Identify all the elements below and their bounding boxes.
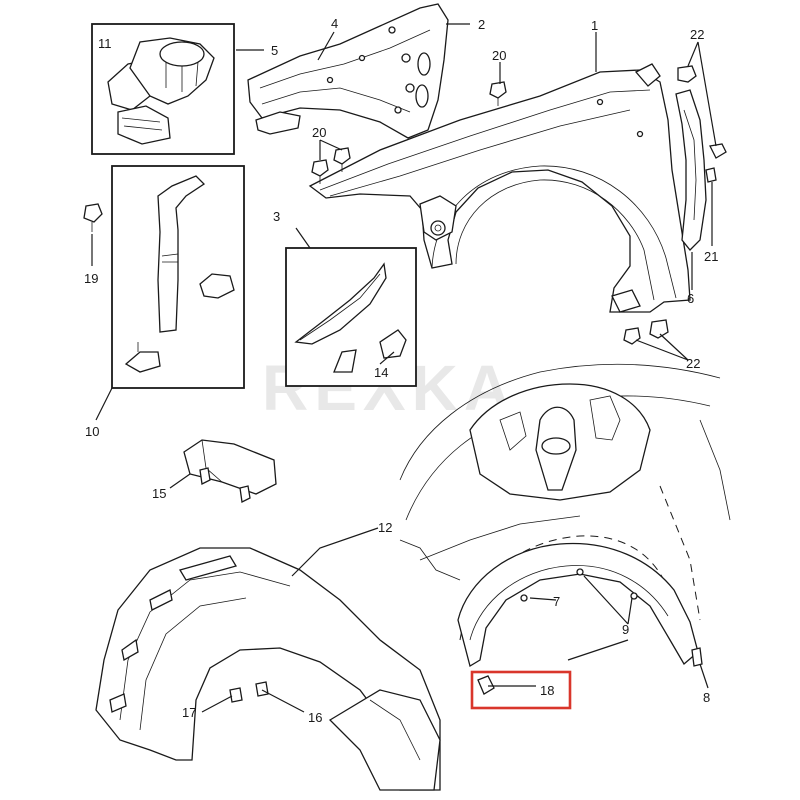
inset-box-air-duct-10 <box>111 165 245 389</box>
part-fender-seal-6 <box>675 89 707 251</box>
callout-17: 17 <box>182 705 196 720</box>
callout-7: 7 <box>553 594 560 609</box>
callout-12: 12 <box>378 520 392 535</box>
callout-14: 14 <box>374 365 388 380</box>
part-bracket-15 <box>183 439 277 503</box>
callout-21: 21 <box>704 249 718 264</box>
part-front-fender-1 <box>308 63 691 313</box>
callout-1: 1 <box>591 18 598 33</box>
callout-labels: 1 2 3 4 5 6 7 8 9 10 11 12 14 15 16 17 1… <box>84 16 718 725</box>
callout-15: 15 <box>152 486 166 501</box>
leader-lines <box>91 23 717 713</box>
callout-10: 10 <box>85 424 99 439</box>
callout-11: 11 <box>98 36 112 51</box>
part-wheelhouse-liner-9 <box>457 542 703 695</box>
inset-box-bracket-11 <box>91 23 235 155</box>
part-wheelhouse-liner-12 <box>95 547 441 791</box>
callout-18: 18 <box>540 683 554 698</box>
callout-16: 16 <box>308 710 322 725</box>
highlight-box <box>470 670 572 710</box>
part-inner-panel-2 <box>247 3 449 139</box>
callout-8: 8 <box>703 690 710 705</box>
callout-19: 19 <box>84 271 98 286</box>
callout-20-left: 20 <box>312 125 326 140</box>
callout-22-top: 22 <box>690 27 704 42</box>
callout-9: 9 <box>622 622 629 637</box>
callout-20-top: 20 <box>492 48 506 63</box>
callout-4: 4 <box>331 16 338 31</box>
inset-box-fender-brace-3 <box>285 247 417 387</box>
callout-6: 6 <box>687 291 694 306</box>
fasteners-top <box>83 65 727 345</box>
callout-3: 3 <box>273 209 280 224</box>
callout-5: 5 <box>271 43 278 58</box>
callout-22-bottom: 22 <box>686 356 700 371</box>
callout-2: 2 <box>478 17 485 32</box>
